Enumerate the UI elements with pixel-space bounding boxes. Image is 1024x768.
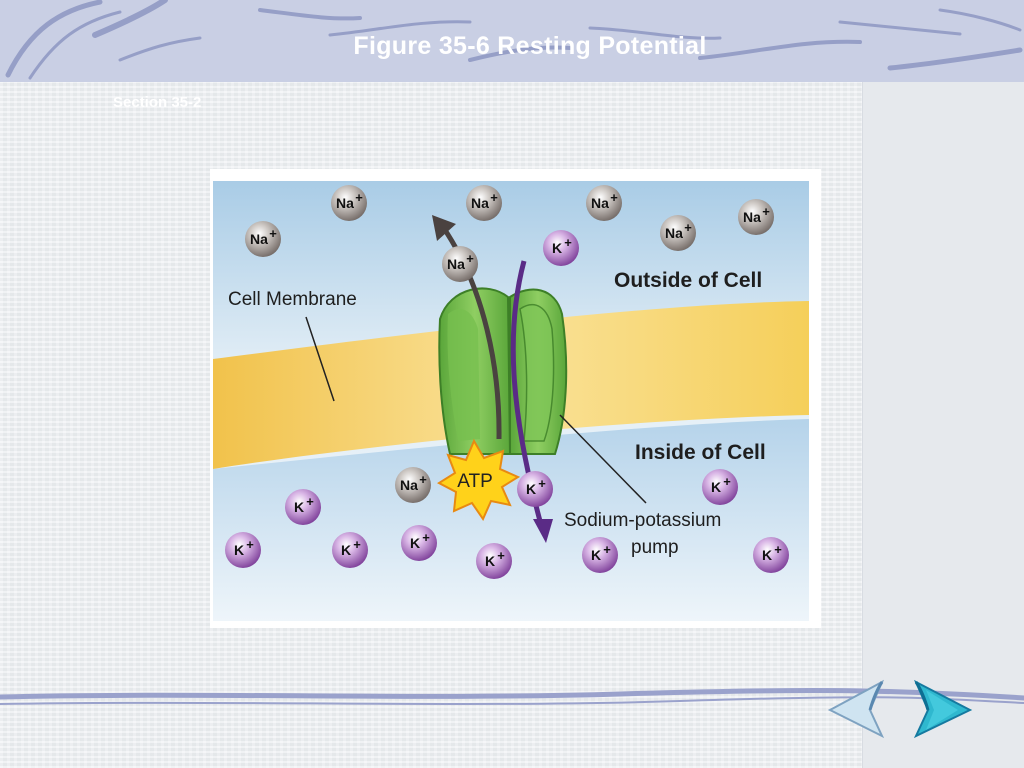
svg-text:K: K (341, 542, 351, 558)
previous-slide-button[interactable] (824, 676, 890, 742)
potassium-ion: K+ (582, 537, 618, 573)
sodium-ion: Na+ (442, 246, 478, 282)
sodium-ions: Na+ Na+ Na+ Na+ Na+ Na+ Na+ Na+ (245, 185, 774, 503)
cell-membrane-label: Cell Membrane (228, 289, 357, 310)
sodium-ion: Na+ (395, 467, 431, 503)
chevron-left-icon (827, 679, 885, 739)
potassium-ion: K+ (401, 525, 437, 561)
sodium-ion: Na+ (738, 199, 774, 235)
svg-text:Na: Na (447, 256, 465, 272)
svg-text:+: + (246, 537, 254, 552)
svg-text:Na: Na (250, 231, 268, 247)
svg-text:Na: Na (400, 477, 418, 493)
potassium-ion: K+ (753, 537, 789, 573)
svg-text:K: K (526, 481, 536, 497)
inside-of-cell-label: Inside of Cell (635, 441, 766, 464)
svg-text:+: + (490, 190, 498, 205)
sodium-potassium-pump (438, 287, 568, 455)
svg-text:Na: Na (471, 195, 489, 211)
svg-text:+: + (610, 190, 618, 205)
pump-pointer-line (559, 414, 647, 504)
svg-text:+: + (306, 494, 314, 509)
svg-text:+: + (684, 220, 692, 235)
svg-text:K: K (552, 240, 562, 256)
svg-text:+: + (422, 530, 430, 545)
right-side-panel (862, 82, 1024, 768)
svg-text:+: + (603, 542, 611, 557)
svg-text:K: K (410, 535, 420, 551)
potassium-ion: K+ (285, 489, 321, 525)
sodium-ion: Na+ (466, 185, 502, 221)
sodium-ion: Na+ (245, 221, 281, 257)
svg-text:+: + (269, 226, 277, 241)
chevron-right-icon (913, 679, 973, 739)
potassium-ion: K+ (517, 471, 553, 507)
potassium-ions: K+ K+ K+ K+ K+ K+ K+ K+ K+ K+ (225, 230, 789, 579)
potassium-ion: K+ (543, 230, 579, 266)
svg-text:K: K (762, 547, 772, 563)
slide-title: Figure 35-6 Resting Potential (353, 32, 707, 60)
svg-text:K: K (485, 553, 495, 569)
svg-text:+: + (419, 472, 427, 487)
sodium-ion: Na+ (586, 185, 622, 221)
potassium-ion: K+ (702, 469, 738, 505)
svg-text:+: + (497, 548, 505, 563)
potassium-ion: K+ (476, 543, 512, 579)
membrane-pointer-line (305, 316, 335, 402)
svg-text:K: K (591, 547, 601, 563)
svg-text:+: + (564, 235, 572, 250)
svg-text:+: + (774, 542, 782, 557)
svg-text:+: + (723, 474, 731, 489)
svg-text:K: K (711, 479, 721, 495)
svg-text:+: + (762, 204, 770, 219)
svg-text:Na: Na (665, 225, 683, 241)
svg-text:+: + (466, 251, 474, 266)
sodium-ion: Na+ (660, 215, 696, 251)
sodium-arrowhead (432, 215, 456, 241)
svg-text:Na: Na (336, 195, 354, 211)
resting-potential-diagram: ATP Outside of Cell Inside of Cell Cell … (213, 181, 809, 621)
svg-text:Na: Na (743, 209, 761, 225)
section-label: Section 35-2 (113, 94, 202, 111)
potassium-ion: K+ (332, 532, 368, 568)
pump-label-line1: Sodium-potassium (564, 510, 721, 531)
figure-panel: ATP Outside of Cell Inside of Cell Cell … (210, 169, 821, 628)
potassium-ion: K+ (225, 532, 261, 568)
intracellular-region (213, 419, 809, 621)
potassium-arrowhead (533, 519, 553, 543)
outside-of-cell-label: Outside of Cell (614, 269, 762, 292)
atp-burst: ATP (436, 438, 521, 522)
atp-label: ATP (457, 471, 493, 492)
svg-text:+: + (353, 537, 361, 552)
svg-text:Na: Na (591, 195, 609, 211)
pump-label-line2: pump (631, 537, 679, 558)
svg-text:+: + (355, 190, 363, 205)
svg-text:+: + (538, 476, 546, 491)
next-slide-button[interactable] (908, 676, 974, 742)
svg-text:K: K (234, 542, 244, 558)
sodium-ion: Na+ (331, 185, 367, 221)
svg-text:K: K (294, 499, 304, 515)
